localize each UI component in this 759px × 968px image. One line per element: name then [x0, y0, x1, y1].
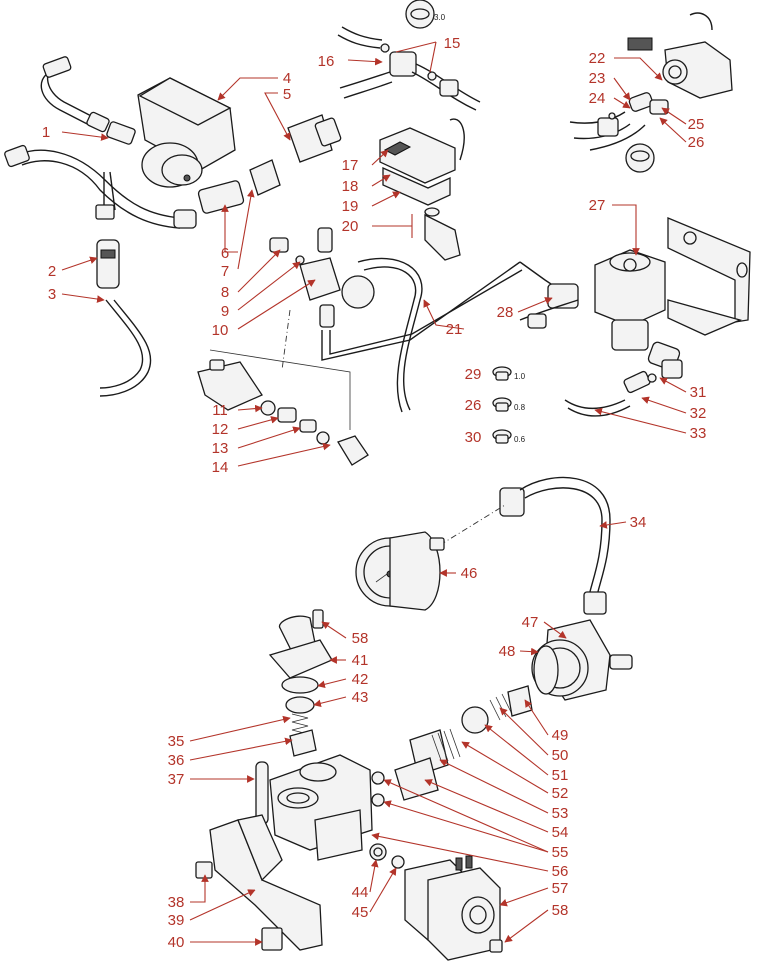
- fittings-5-7: [197, 114, 342, 214]
- callout-49: 49: [552, 727, 569, 744]
- callout-8: 8: [221, 284, 229, 301]
- valve-11-14: [197, 359, 369, 466]
- callout-19: 19: [342, 198, 359, 215]
- callout-25: 25: [688, 116, 705, 133]
- callout-54: 54: [552, 824, 569, 841]
- cluster-22-26: [569, 12, 733, 173]
- jets: [492, 366, 512, 444]
- callout-51: 51: [552, 767, 569, 784]
- callout-14: 14: [212, 459, 229, 476]
- jet-size-labels: 3.0 1.0 0.8 0.6: [434, 13, 526, 444]
- callout-24: 24: [589, 90, 606, 107]
- callout-58-bottom: 58: [552, 902, 569, 919]
- callout-42: 42: [352, 671, 369, 688]
- callout-46: 46: [461, 565, 478, 582]
- callout-22: 22: [589, 50, 606, 67]
- callout-33: 33: [690, 425, 707, 442]
- callout-11: 11: [212, 402, 228, 419]
- callout-40: 40: [168, 934, 185, 951]
- top-left-tubing: [4, 56, 197, 397]
- bracket-17-19: [379, 118, 465, 261]
- tee-8-10: [209, 227, 523, 430]
- callout-35: 35: [168, 733, 185, 750]
- callout-36: 36: [168, 752, 185, 769]
- callout-26-top: 26: [688, 134, 705, 151]
- fittings-31-33: [564, 359, 683, 417]
- callout-7: 7: [221, 263, 229, 280]
- jet-size-29: 1.0: [514, 372, 526, 381]
- callout-50: 50: [552, 747, 569, 764]
- callout-45: 45: [352, 904, 369, 921]
- callout-6: 6: [221, 245, 229, 262]
- callout-12: 12: [212, 421, 229, 438]
- callout-48: 48: [499, 643, 516, 660]
- callout-numbers: 1 2 3 4 5 6 7 8 9 10 11 12 13 14 15 16 1…: [42, 35, 707, 951]
- callout-44: 44: [352, 884, 369, 901]
- callout-27: 27: [589, 197, 606, 214]
- callout-58-top: 58: [352, 630, 369, 647]
- callout-43: 43: [352, 689, 369, 706]
- callout-29: 29: [465, 366, 482, 383]
- callout-56: 56: [552, 863, 569, 880]
- callout-47: 47: [522, 614, 539, 631]
- callout-2: 2: [48, 263, 56, 280]
- callout-20: 20: [342, 218, 359, 235]
- solenoid-valve-27: [519, 217, 751, 371]
- callout-15: 15: [444, 35, 461, 52]
- callout-31: 31: [690, 384, 707, 401]
- callout-3: 3: [48, 286, 56, 303]
- callout-4: 4: [283, 70, 291, 87]
- leader-lines: [61, 41, 687, 946]
- callout-38: 38: [168, 894, 185, 911]
- callout-17: 17: [342, 157, 359, 174]
- callout-5: 5: [283, 86, 291, 103]
- callout-32: 32: [690, 405, 707, 422]
- callout-10: 10: [212, 322, 229, 339]
- callout-16: 16: [318, 53, 335, 70]
- callout-39: 39: [168, 912, 185, 929]
- callout-34: 34: [630, 514, 647, 531]
- callout-26-jet: 26: [465, 397, 482, 414]
- callout-28: 28: [497, 304, 514, 321]
- callout-37: 37: [168, 771, 185, 788]
- callout-21: 21: [446, 321, 463, 338]
- line-art: [4, 0, 751, 961]
- jet-size-30: 0.6: [514, 435, 526, 444]
- callout-55: 55: [552, 844, 569, 861]
- callout-52: 52: [552, 785, 569, 802]
- group-head-assembly: [195, 609, 633, 961]
- callout-9: 9: [221, 303, 229, 320]
- gauge-46-capillary-34: [355, 476, 611, 615]
- callout-41: 41: [352, 652, 369, 669]
- callout-53: 53: [552, 805, 569, 822]
- callout-23: 23: [589, 70, 606, 87]
- callout-1: 1: [42, 124, 50, 141]
- jet-size-26: 0.8: [514, 403, 526, 412]
- jet-size-top: 3.0: [434, 13, 446, 22]
- top-tee-assembly: [337, 0, 481, 111]
- callout-30: 30: [465, 429, 482, 446]
- callout-57: 57: [552, 880, 569, 897]
- callout-13: 13: [212, 440, 229, 457]
- callout-18: 18: [342, 178, 359, 195]
- solenoid-block-4: [106, 77, 236, 188]
